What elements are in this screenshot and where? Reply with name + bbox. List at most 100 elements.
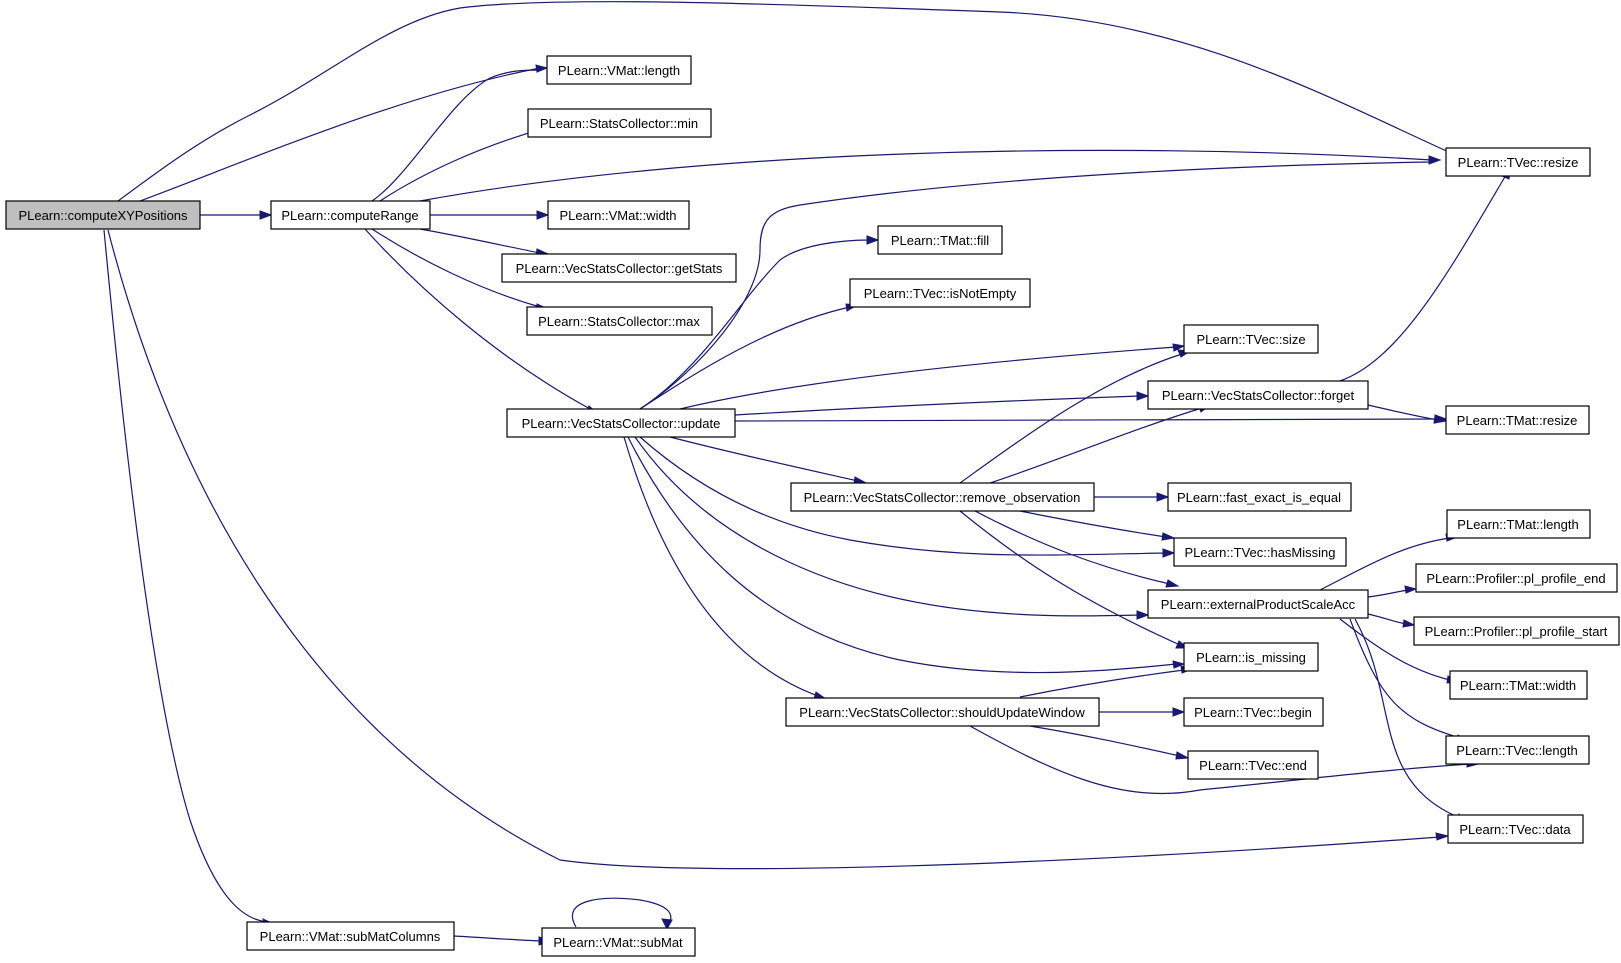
node-tvec_begin[interactable]: PLearn::TVec::begin	[1183, 697, 1324, 727]
arrowhead	[1433, 415, 1448, 424]
node-vmat_subMat[interactable]: PLearn::VMat::subMat	[541, 927, 696, 957]
node-label: PLearn::VecStatsCollector::forget	[1162, 388, 1355, 403]
node-sc_max[interactable]: PLearn::StatsCollector::max	[526, 306, 713, 336]
edge-vsc_remove_observation-tvec_hasMissing	[1019, 510, 1167, 538]
arrowhead	[259, 210, 273, 220]
edge-computeXYPositions-vmat_subMatColumns	[103, 229, 269, 923]
node-vsc_update[interactable]: PLearn::VecStatsCollector::update	[506, 408, 736, 438]
edge-externalProductScaleAcc-pl_profile_end	[1367, 589, 1409, 598]
node-label: PLearn::TMat::length	[1457, 517, 1578, 532]
node-tvec_data[interactable]: PLearn::TVec::data	[1447, 814, 1584, 844]
arrowhead	[1156, 492, 1170, 502]
node-is_missing[interactable]: PLearn::is_missing	[1183, 642, 1319, 672]
node-pl_profile_start[interactable]: PLearn::Profiler::pl_profile_start	[1413, 616, 1620, 646]
arrowhead	[1435, 832, 1450, 841]
edge-computeRange-tvec_resize	[419, 149, 1433, 202]
edge-computeRange-vsc_update	[364, 228, 593, 411]
edge-vsc_update-externalProductScaleAcc	[634, 436, 1141, 617]
node-label: PLearn::TVec::hasMissing	[1184, 545, 1335, 560]
node-label: PLearn::TVec::data	[1459, 822, 1571, 837]
node-label: PLearn::VecStatsCollector::update	[522, 416, 721, 431]
node-tmat_fill[interactable]: PLearn::TMat::fill	[877, 225, 1003, 255]
edge-computeRange-vmat_length	[371, 69, 541, 202]
edge-externalProductScaleAcc-tvec_length	[1349, 618, 1461, 739]
node-label: PLearn::computeXYPositions	[18, 208, 188, 223]
node-label: PLearn::VecStatsCollector::shouldUpdateW…	[799, 705, 1085, 720]
edge-vsc_shouldUpdateWindow-tvec_length	[969, 725, 1471, 795]
node-externalProductScaleAcc[interactable]: PLearn::externalProductScaleAcc	[1147, 589, 1369, 619]
arrowhead	[1404, 585, 1418, 594]
node-label: PLearn::Profiler::pl_profile_start	[1425, 624, 1608, 639]
edge-computeXYPositions-tvec_data	[107, 229, 1441, 870]
edge-vsc_remove_observation-vsc_forget	[989, 407, 1203, 484]
node-tvec_hasMissing[interactable]: PLearn::TVec::hasMissing	[1173, 537, 1347, 567]
node-computeRange[interactable]: PLearn::computeRange	[270, 200, 431, 230]
edge-externalProductScaleAcc-tvec_data	[1354, 618, 1461, 819]
node-tvec_length[interactable]: PLearn::TVec::length	[1445, 735, 1590, 765]
node-label: PLearn::VMat::width	[559, 208, 676, 223]
node-label: PLearn::TVec::size	[1196, 332, 1305, 347]
node-label: PLearn::computeRange	[281, 208, 418, 223]
edge-vsc_update-vsc_remove_observation	[669, 436, 859, 482]
arrowhead	[536, 210, 550, 220]
edge-vsc_update-tvec_size	[679, 346, 1177, 410]
node-label: PLearn::StatsCollector::min	[540, 116, 698, 131]
node-tmat_resize[interactable]: PLearn::TMat::resize	[1445, 405, 1590, 435]
arrowhead	[1162, 548, 1176, 558]
node-label: PLearn::externalProductScaleAcc	[1161, 597, 1356, 612]
edge-vsc_forget-tmat_resize	[1367, 404, 1439, 421]
node-label: PLearn::VMat::length	[558, 63, 680, 78]
call-nodes: PLearn::computeXYPositions PLearn::VMat:…	[5, 55, 1620, 957]
node-vmat_length[interactable]: PLearn::VMat::length	[546, 55, 692, 85]
node-fast_exact_is_equal[interactable]: PLearn::fast_exact_is_equal	[1167, 482, 1352, 512]
node-computeXYPositions[interactable]: PLearn::computeXYPositions	[5, 200, 201, 230]
node-label: PLearn::VMat::subMatColumns	[260, 929, 441, 944]
node-label: PLearn::VecStatsCollector::remove_observ…	[804, 490, 1081, 505]
node-pl_profile_end[interactable]: PLearn::Profiler::pl_profile_end	[1415, 563, 1618, 593]
node-vsc_getStats[interactable]: PLearn::VecStatsCollector::getStats	[501, 253, 737, 283]
arrowhead	[1136, 610, 1150, 620]
edge-vsc_update-tvec_resize	[639, 161, 1433, 410]
node-tmat_length[interactable]: PLearn::TMat::length	[1446, 509, 1591, 539]
node-label: PLearn::VecStatsCollector::getStats	[516, 261, 723, 276]
node-label: PLearn::StatsCollector::max	[538, 314, 700, 329]
edge-vsc_update-tmat_resize	[734, 418, 1439, 422]
arrowhead	[661, 918, 673, 931]
arrowhead	[1428, 155, 1442, 165]
node-tvec_isNotEmpty[interactable]: PLearn::TVec::isNotEmpty	[849, 278, 1031, 308]
edge-vsc_remove_observation-is_missing	[959, 510, 1181, 646]
node-label: PLearn::TVec::begin	[1194, 705, 1312, 720]
node-tmat_width[interactable]: PLearn::TMat::width	[1449, 670, 1588, 700]
arrowhead	[1175, 751, 1190, 760]
arrowhead	[1136, 391, 1150, 401]
node-label: PLearn::VMat::subMat	[553, 935, 683, 950]
node-tvec_end[interactable]: PLearn::TVec::end	[1187, 750, 1319, 780]
node-label: PLearn::TVec::length	[1456, 743, 1577, 758]
node-tvec_resize[interactable]: PLearn::TVec::resize	[1445, 147, 1591, 177]
node-vsc_shouldUpdateWindow[interactable]: PLearn::VecStatsCollector::shouldUpdateW…	[785, 697, 1100, 727]
edge-vsc_update-vsc_forget	[734, 395, 1141, 416]
edge-computeRange-vsc_getStats	[419, 228, 541, 254]
edge-externalProductScaleAcc-pl_profile_start	[1367, 613, 1407, 625]
arrowhead	[1402, 619, 1416, 628]
edge-externalProductScaleAcc-tmat_width	[1339, 618, 1451, 681]
node-sc_min[interactable]: PLearn::StatsCollector::min	[527, 108, 712, 138]
edge-vsc_update-tmat_fill	[639, 239, 871, 410]
node-vmat_width[interactable]: PLearn::VMat::width	[547, 200, 690, 230]
edge-vmat_subMatColumns-vmat_subMat	[453, 935, 543, 942]
node-label: PLearn::is_missing	[1196, 650, 1306, 665]
node-label: PLearn::TVec::resize	[1458, 155, 1579, 170]
node-vmat_subMatColumns[interactable]: PLearn::VMat::subMatColumns	[246, 921, 455, 951]
node-label: PLearn::TMat::width	[1460, 678, 1576, 693]
node-vsc_forget[interactable]: PLearn::VecStatsCollector::forget	[1147, 380, 1369, 410]
node-label: PLearn::TMat::fill	[891, 233, 989, 248]
node-vsc_remove_observation[interactable]: PLearn::VecStatsCollector::remove_observ…	[790, 482, 1095, 512]
edge-vsc_remove_observation-tvec_size	[959, 353, 1183, 484]
node-label: PLearn::TMat::resize	[1457, 413, 1578, 428]
node-tvec_size[interactable]: PLearn::TVec::size	[1183, 324, 1319, 354]
edge-vmat_subMat-vmat_subMat	[571, 897, 672, 928]
node-label: PLearn::TVec::end	[1199, 758, 1307, 773]
arrowhead	[1161, 532, 1176, 541]
edge-vsc_forget-tvec_resize	[1339, 174, 1507, 382]
edge-vsc_shouldUpdateWindow-tvec_end	[1029, 725, 1181, 757]
